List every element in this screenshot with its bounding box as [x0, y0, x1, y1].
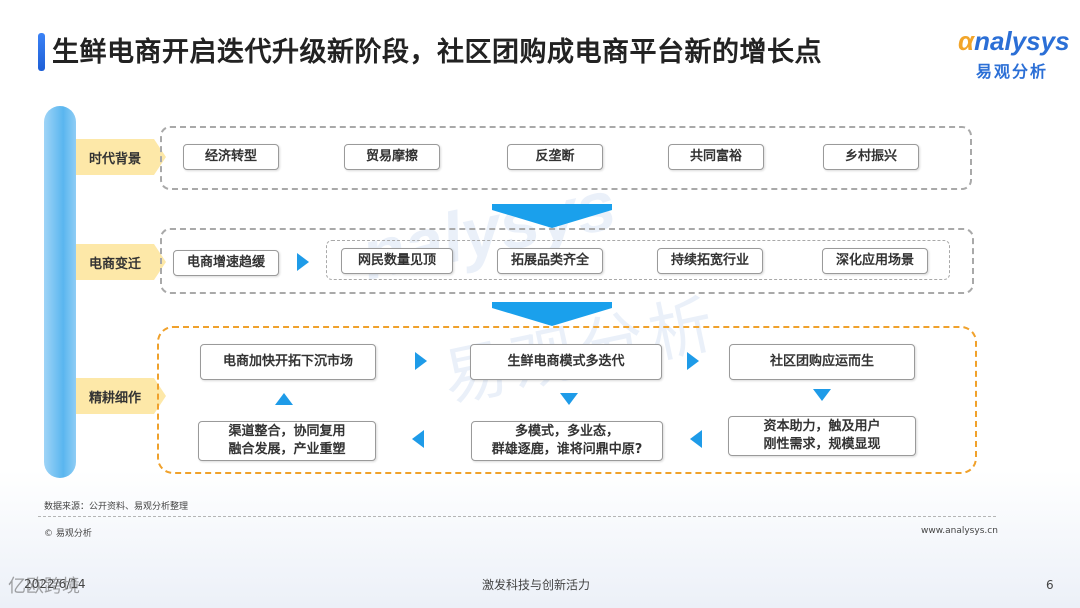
change-item-4: 深化应用场景	[822, 248, 928, 274]
arrow-down-icon	[560, 393, 578, 405]
refine-bottom-mid-line-1: 多模式，多业态，	[515, 423, 619, 441]
refine-top-3: 社区团购应运而生	[729, 344, 915, 380]
era-item-1: 经济转型	[183, 144, 279, 170]
arrow-up-icon	[275, 393, 293, 405]
change-start: 电商增速趋缓	[173, 250, 279, 276]
era-item-3: 反垄断	[507, 144, 603, 170]
timeline-pillar	[44, 106, 76, 478]
era-item-4: 共同富裕	[668, 144, 764, 170]
arrow-left-icon	[690, 430, 702, 448]
page-title: 生鲜电商开启迭代升级新阶段，社区团购成电商平台新的增长点	[52, 30, 822, 69]
arrow-down-icon	[813, 389, 831, 401]
refine-bottom-mid: 多模式，多业态， 群雄逐鹿，谁将问鼎中原?	[471, 421, 663, 461]
data-source: 数据来源：公开资料、易观分析整理	[44, 499, 188, 512]
change-item-3: 持续拓宽行业	[657, 248, 763, 274]
row-label-era: 时代背景	[76, 139, 154, 175]
corner-watermark: 亿欧跨境	[8, 572, 80, 598]
footer-slogan: 激发科技与创新活力	[482, 576, 590, 593]
refine-bottom-mid-line-2: 群雄逐鹿，谁将问鼎中原?	[492, 441, 643, 459]
arrow-right-icon	[297, 253, 309, 271]
website-link[interactable]: www.analysys.cn	[921, 526, 998, 536]
era-item-5: 乡村振兴	[823, 144, 919, 170]
row-label-refine: 精耕细作	[76, 378, 154, 414]
change-item-2: 拓展品类齐全	[497, 248, 603, 274]
footer-divider	[38, 516, 996, 517]
brand-logo-cn: 易观分析	[976, 58, 1048, 82]
refine-bottom-left-line-2: 融合发展，产业重塑	[228, 441, 345, 459]
title-accent-bar	[38, 33, 45, 71]
refine-bottom-left: 渠道整合，协同复用 融合发展，产业重塑	[198, 421, 376, 461]
arrow-left-icon	[412, 430, 424, 448]
refine-bottom-right-line-1: 资本助力，触及用户	[763, 418, 880, 436]
arrow-right-icon	[415, 352, 427, 370]
logo-text: nalysys	[974, 26, 1069, 56]
refine-bottom-left-line-1: 渠道整合，协同复用	[228, 423, 345, 441]
transition-arrow-1-icon	[492, 210, 612, 228]
transition-arrow-2-icon	[492, 308, 612, 326]
row-label-change: 电商变迁	[76, 244, 154, 280]
brand-logo: αnalysys	[958, 26, 1070, 57]
refine-top-1: 电商加快开拓下沉市场	[200, 344, 376, 380]
refine-bottom-right-line-2: 刚性需求，规模显现	[763, 436, 880, 454]
refine-bottom-right: 资本助力，触及用户 刚性需求，规模显现	[728, 416, 916, 456]
refine-top-2: 生鲜电商模式多迭代	[470, 344, 662, 380]
page-number: 6	[1046, 578, 1054, 592]
change-item-1: 网民数量见顶	[341, 248, 453, 274]
copyright: © 易观分析	[44, 526, 92, 539]
era-item-2: 贸易摩擦	[344, 144, 440, 170]
arrow-right-icon	[687, 352, 699, 370]
logo-swoosh-icon: α	[958, 26, 974, 56]
